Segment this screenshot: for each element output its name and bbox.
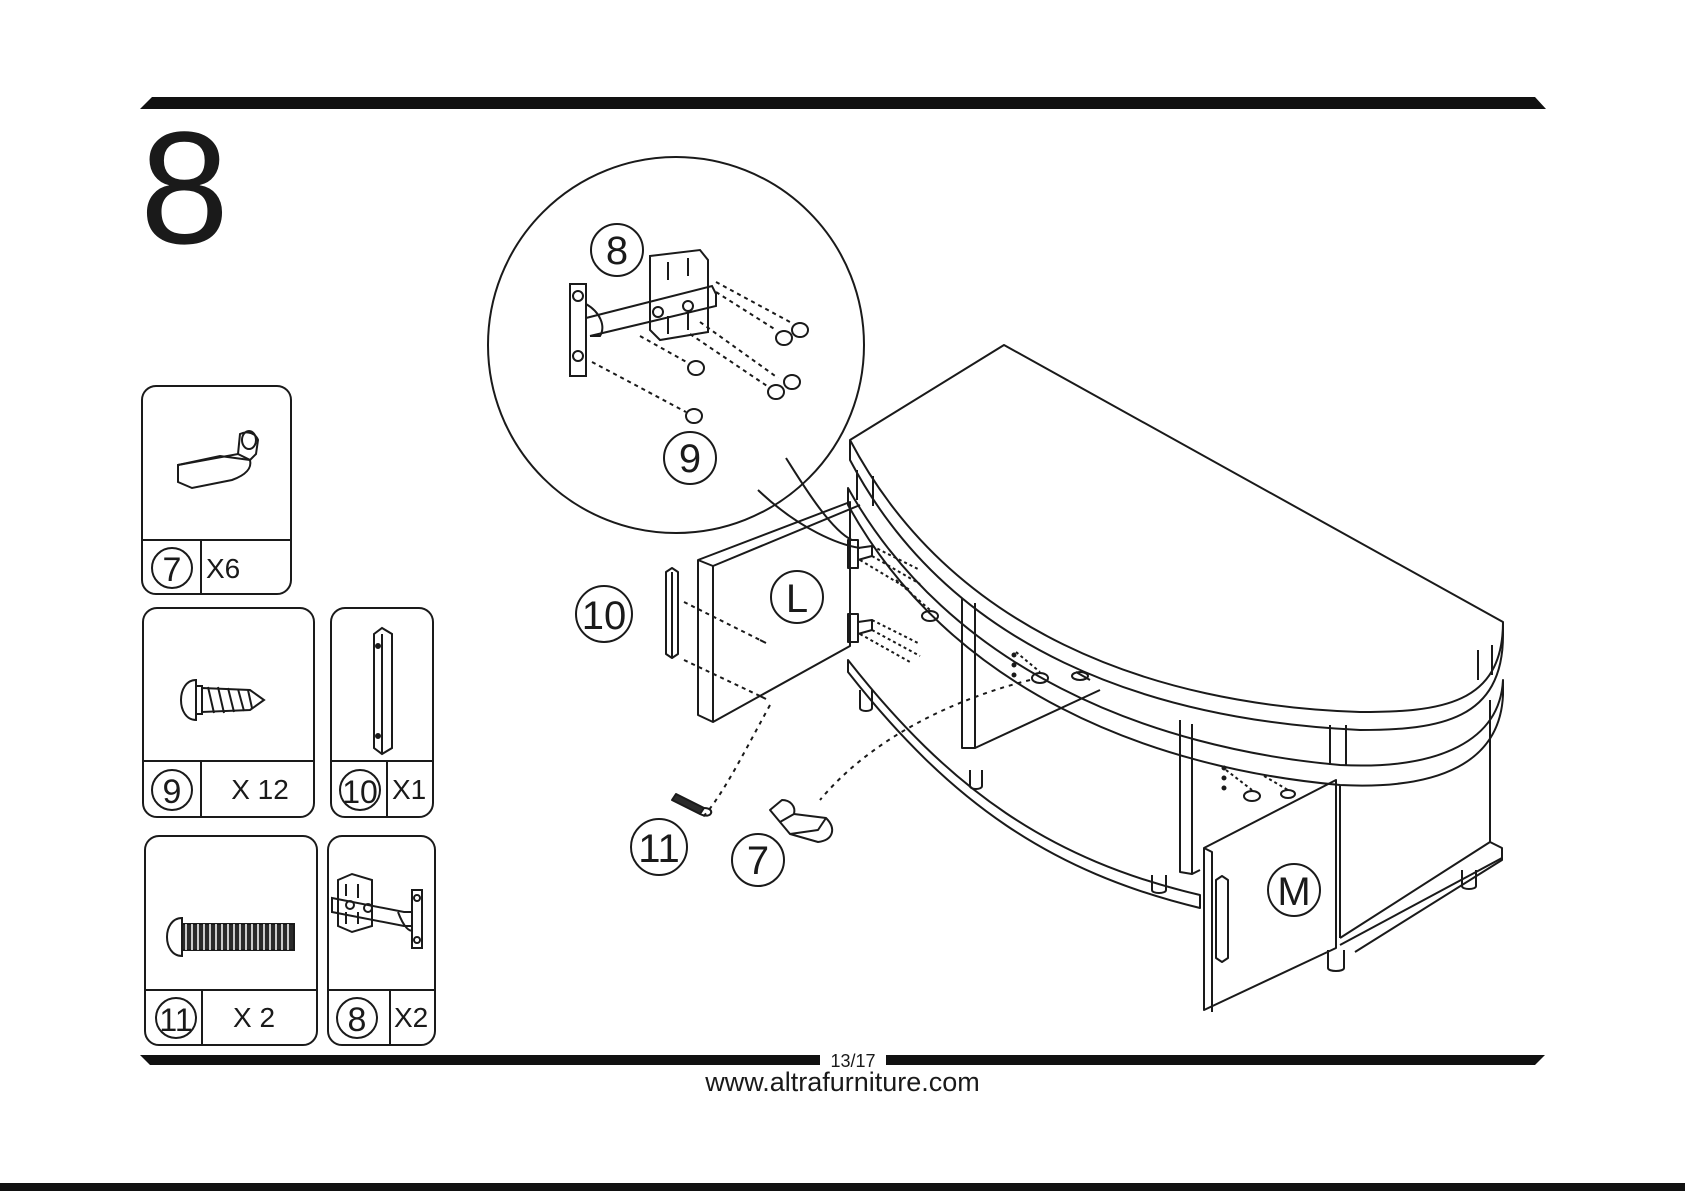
step-number: 8 bbox=[140, 108, 229, 268]
top-shelf bbox=[850, 345, 1503, 730]
part-9-number: 9 bbox=[163, 773, 182, 811]
hinge-detail-circle bbox=[488, 157, 864, 533]
middle-shelf bbox=[848, 488, 1503, 786]
top-rule bbox=[140, 97, 1546, 109]
screw-icon bbox=[181, 680, 264, 720]
part-7-qty: X6 bbox=[206, 553, 240, 584]
tv-stand-assembly bbox=[666, 345, 1503, 1012]
part-8-qty: X2 bbox=[394, 1002, 428, 1033]
shelf-pin-icon bbox=[178, 431, 258, 488]
part-10-number: 10 bbox=[342, 774, 378, 810]
door-left bbox=[698, 502, 850, 722]
part-11-number: 11 bbox=[159, 1002, 192, 1038]
callout-m: M bbox=[1277, 870, 1310, 914]
divider-left bbox=[962, 598, 975, 748]
door-handle-icon bbox=[374, 628, 392, 754]
part-7-number: 7 bbox=[163, 551, 182, 589]
parts-panel bbox=[142, 386, 435, 1045]
callout-10: 10 bbox=[582, 594, 627, 638]
part-11-qty: X 2 bbox=[233, 1002, 275, 1033]
callout-9: 9 bbox=[679, 437, 701, 481]
callout-8: 8 bbox=[606, 229, 628, 273]
bolt-icon bbox=[167, 918, 294, 956]
callout-7: 7 bbox=[747, 839, 769, 883]
door-right bbox=[1204, 780, 1336, 1010]
right-cabinet bbox=[1340, 700, 1490, 938]
part-8-number: 8 bbox=[348, 1001, 367, 1039]
part-9-qty: X 12 bbox=[231, 774, 289, 805]
bottom-band bbox=[0, 1183, 1685, 1191]
footer-url: www.altrafurniture.com bbox=[0, 1067, 1685, 1098]
divider-right bbox=[1180, 720, 1192, 874]
hinge-icon bbox=[332, 874, 422, 948]
hinge-lower bbox=[848, 614, 920, 662]
part-10-qty: X1 bbox=[392, 774, 426, 805]
detail-screw bbox=[686, 323, 808, 423]
pin-7 bbox=[770, 800, 832, 842]
callout-11: 11 bbox=[638, 827, 680, 871]
callout-l: L bbox=[786, 577, 808, 621]
bolt-11 bbox=[672, 794, 711, 816]
